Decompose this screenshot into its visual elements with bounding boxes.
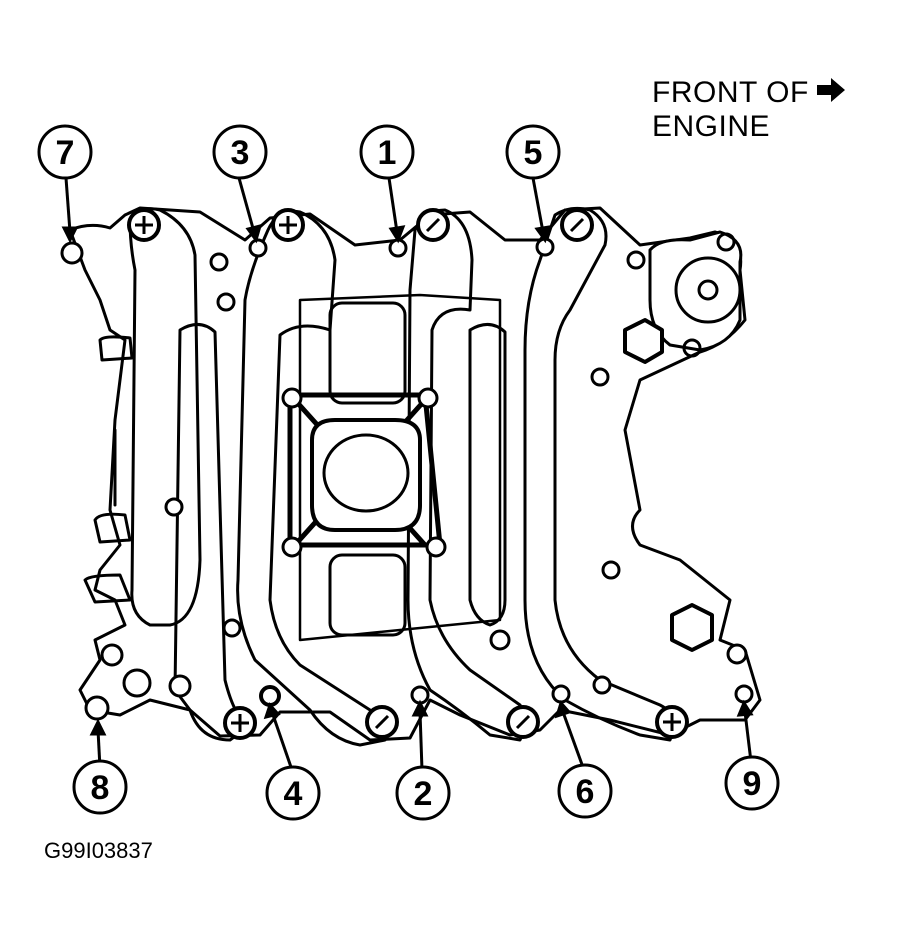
hex-fitting-lower [670,603,714,652]
right-arrow-icon [816,76,845,110]
left-tab-lower [83,573,132,604]
bolt-holes [60,237,754,721]
manifold-flange-outline [68,206,762,742]
callout-6: 6 [576,773,595,811]
callout-7: 7 [56,134,75,172]
left-tab-middle [93,512,132,544]
callout-2: 2 [414,775,433,813]
figure-code: G99I03837 [44,838,153,863]
engine-text: ENGINE [652,110,771,143]
callout-9: 9 [743,765,762,803]
callout-3: 3 [231,134,250,172]
callout-5: 5 [524,134,543,172]
plenum-port-lower [328,553,407,637]
runner-4 [406,208,527,742]
callout-1: 1 [378,134,397,172]
plenum-frame [298,293,502,642]
throttle-bore-inner [322,433,410,513]
callout-4: 4 [284,775,303,813]
front-of-engine-label: FRONT OF ENGINE [652,76,845,144]
left-tab-upper [98,335,134,362]
runner-bolts [127,208,689,740]
hex-fitting-upper [623,318,664,364]
callout-8: 8 [91,769,110,807]
plenum-port-upper [328,301,407,405]
runner-1 [128,207,202,627]
front-of-text: FRONT OF [652,76,809,109]
